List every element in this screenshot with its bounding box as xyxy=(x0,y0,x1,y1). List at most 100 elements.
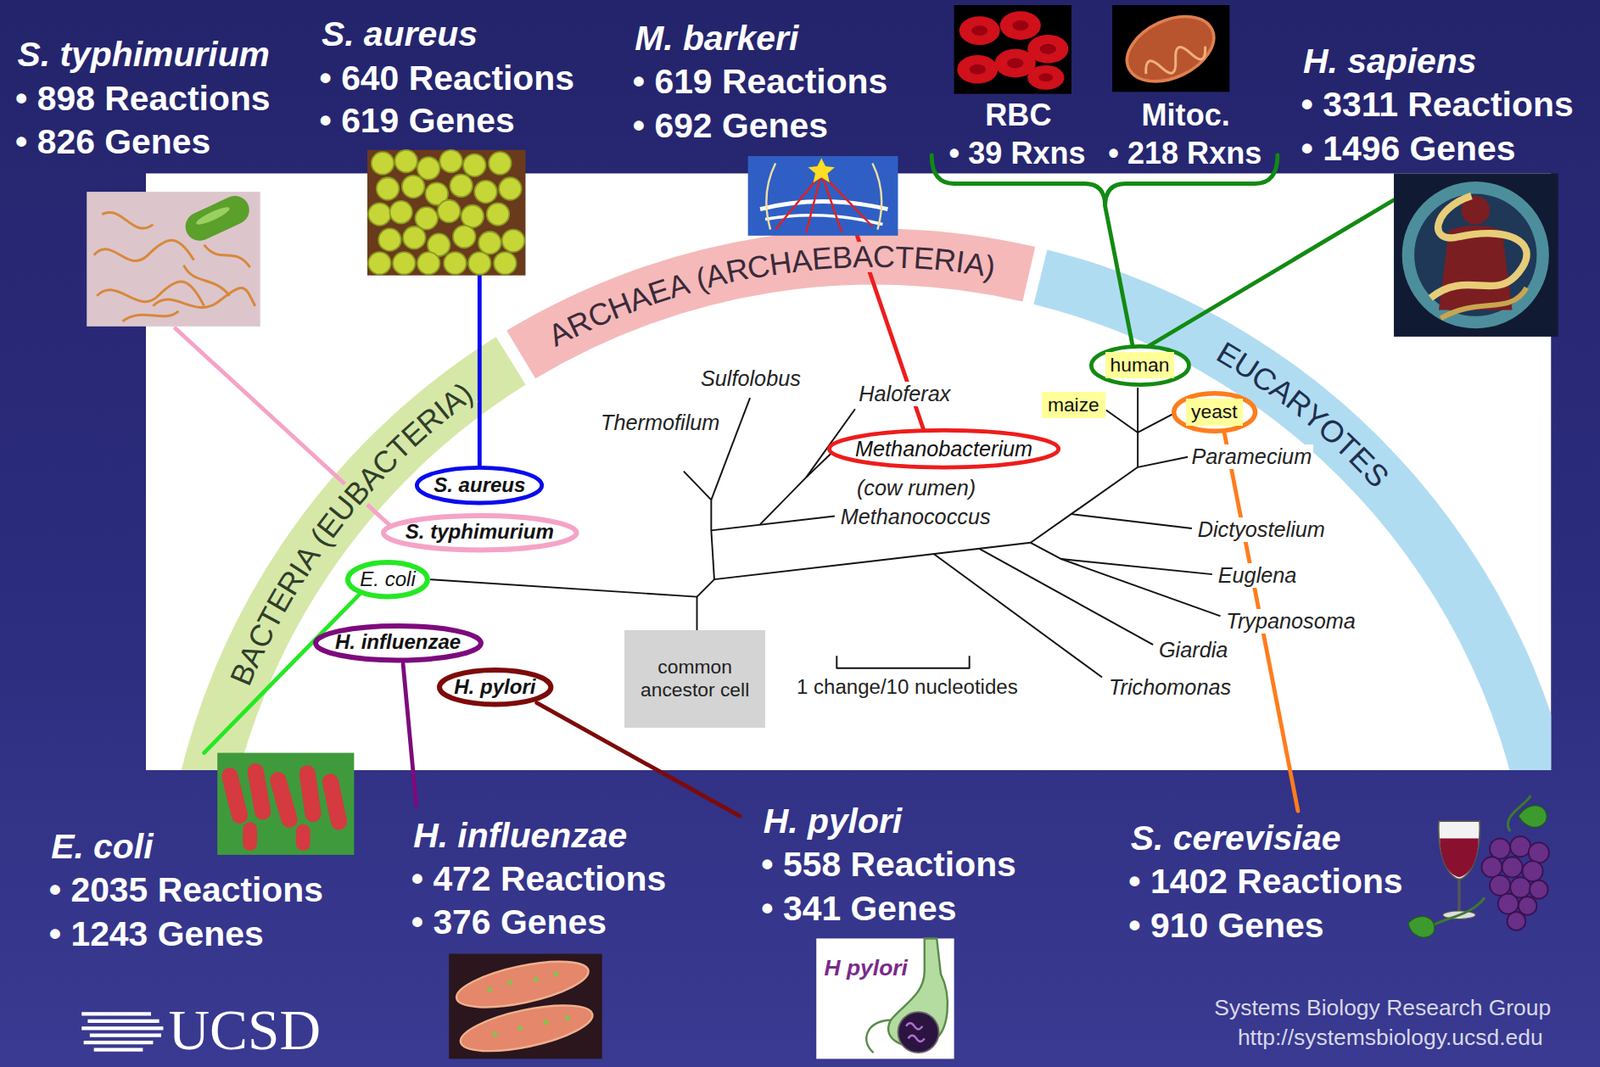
ecoli-photo xyxy=(246,761,273,822)
typhimurium-photo xyxy=(86,190,260,327)
typhimurium-photo xyxy=(94,212,256,321)
ellipse-outline xyxy=(383,515,577,550)
rbc-photo xyxy=(956,55,998,84)
tree-taxon: Dictyostelium xyxy=(1196,517,1327,543)
model-statistic: • 619 Reactions xyxy=(632,61,889,102)
band-letter: E xyxy=(811,243,834,276)
phylogenetic-tree xyxy=(934,553,1103,678)
wine-grapes xyxy=(1457,879,1461,914)
wine-grapes xyxy=(1502,856,1523,878)
rbc-photo xyxy=(954,5,1072,95)
rbc-photo xyxy=(1027,65,1064,90)
ucsd-logo-stripes xyxy=(81,1013,163,1050)
tree-taxon: Sulfolobus xyxy=(699,366,803,392)
scale-label: 1 change/10 nucleotides xyxy=(794,675,1020,700)
wine-grapes xyxy=(1489,875,1511,896)
aureus-photo xyxy=(368,150,525,275)
aureus-photo xyxy=(368,251,391,275)
rbc-photo xyxy=(956,11,1069,90)
phylogenetic-tree xyxy=(1137,413,1173,433)
archaea-band xyxy=(506,228,1035,379)
ecoli-photo xyxy=(242,822,258,851)
aureus-photo xyxy=(415,206,438,230)
band-letter: A xyxy=(789,244,814,277)
rbc-photo xyxy=(954,5,1072,95)
phylogenetic-tree xyxy=(710,499,715,580)
pylori-stomach xyxy=(816,938,954,1059)
group-credit: Systems Biology Research Group xyxy=(1213,995,1551,1021)
aureus-photo xyxy=(478,231,501,254)
node-label: Methanobacterium xyxy=(855,436,1033,462)
barkeri-diagram xyxy=(821,173,842,233)
aureus-leader xyxy=(477,275,482,466)
band-letter: E xyxy=(912,242,936,275)
aureus-photo xyxy=(402,175,425,198)
wine-grapes xyxy=(1529,880,1549,900)
aureus-photo xyxy=(371,151,394,174)
typhimurium-photo xyxy=(204,245,251,268)
model-statistic: • 341 Genes xyxy=(760,889,957,929)
organism-ellipse: S. typhimurium xyxy=(380,513,580,553)
wine-grapes xyxy=(1507,911,1527,931)
ecoli-photo xyxy=(296,824,311,851)
organism-ellipse: S. aureus xyxy=(414,465,544,505)
model-statistic: • 619 Genes xyxy=(318,100,515,141)
scale-bar xyxy=(836,655,969,668)
barkeri-diagram xyxy=(760,201,888,210)
ecoli-photo xyxy=(217,753,354,856)
mitochondrion-photo xyxy=(1116,3,1225,95)
aureus-photo xyxy=(439,150,462,173)
influenzae-photo xyxy=(507,979,513,985)
human-icon xyxy=(1393,173,1559,336)
typhimurium-photo xyxy=(86,191,260,327)
aureus-photo xyxy=(394,150,417,173)
model-statistic: • 39 Rxns xyxy=(949,135,1086,171)
aureus-photo xyxy=(488,151,511,174)
wine-grapes xyxy=(1518,805,1547,828)
phylogenetic-tree xyxy=(697,579,715,597)
aureus-photo xyxy=(417,251,440,275)
aureus-photo xyxy=(453,225,476,248)
typhimurium-leader xyxy=(175,328,391,526)
species-tag: maize xyxy=(1041,391,1106,419)
node-label: yeast xyxy=(1186,398,1243,426)
aureus-photo xyxy=(463,154,486,177)
model-statistic: • 2035 Reactions xyxy=(49,870,324,911)
pylori-stomach xyxy=(816,938,954,1059)
model-statistic: • 218 Rxns xyxy=(1107,135,1262,171)
domain-band-label: ARCHAEA (ARCHAEBACTERIA) xyxy=(529,226,1021,364)
human-icon xyxy=(1430,195,1527,298)
influenzae-leader xyxy=(402,664,417,806)
node-label: S. typhimurium xyxy=(405,520,554,545)
rbc-photo xyxy=(1040,44,1057,55)
node-label: H. influenzae xyxy=(335,630,461,655)
model-statistic: • 1402 Reactions xyxy=(1128,861,1403,902)
organism-name: H. sapiens xyxy=(1303,41,1477,82)
component-name: RBC xyxy=(984,97,1052,133)
typhimurium-photo xyxy=(180,190,254,246)
aureus-photo xyxy=(367,150,526,276)
phylogenetic-tree xyxy=(1137,457,1188,468)
influenzae-photo xyxy=(542,1019,549,1025)
influenzae-photo xyxy=(553,972,560,978)
aureus-photo xyxy=(474,180,497,203)
university-logo: UCSD xyxy=(167,1001,321,1059)
phylogenetic-tree xyxy=(1030,542,1213,575)
wine-grapes xyxy=(1489,839,1511,860)
ellipse-outline xyxy=(1173,393,1255,432)
organism-name: S. aureus xyxy=(321,14,478,55)
model-statistic: • 1243 Genes xyxy=(49,914,264,955)
ecoli-photo xyxy=(217,753,354,856)
group-url: http://systemsbiology.ucsd.edu xyxy=(1237,1024,1544,1051)
ellipse-outline xyxy=(347,562,428,597)
ucsd-logo-stripes xyxy=(81,1013,163,1050)
aureus-photo xyxy=(389,201,412,224)
tree-taxon: Methanococcus xyxy=(839,504,993,530)
organism-name: H. pylori xyxy=(763,801,903,842)
organism-name: E. coli xyxy=(50,827,153,868)
influenzae-photo xyxy=(565,1015,571,1021)
ecoli-leader xyxy=(204,594,360,753)
node-label: H. pylori xyxy=(453,675,536,700)
barkeri-diagram xyxy=(775,173,873,233)
organism-name: M. barkeri xyxy=(634,18,799,59)
